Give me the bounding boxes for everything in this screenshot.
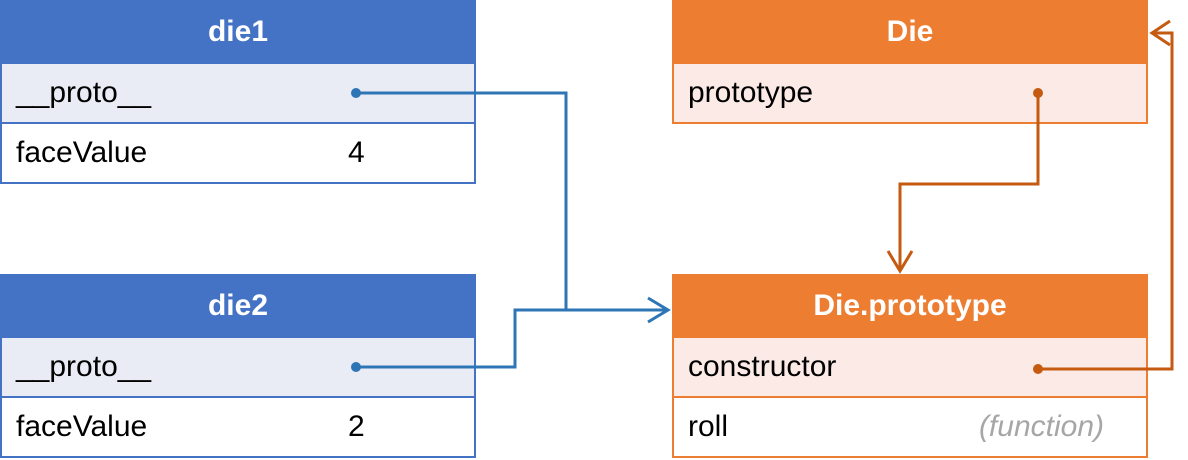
die-prototype-constructor-label: constructor [688,350,837,383]
die2-proto-label: __proto__ [16,350,152,383]
die1-title: die1 [2,2,474,62]
die-function-title: Die [674,2,1146,62]
die1-proto-arrow-line [356,91,668,312]
die2-box: die2 __proto__ faceValue 2 [0,274,476,458]
die-function-prototype-row: prototype [674,62,1146,122]
die1-proto-label: __proto__ [16,76,152,109]
die-prototype-roll-row: roll (function) [674,396,1146,456]
die2-proto-arrow-line [356,308,668,369]
die-prototype-blue-arrowhead [647,296,671,324]
die-prototype-box: Die.prototype constructor roll (function… [672,274,1148,458]
die1-facevalue-row: faceValue 4 [2,122,474,182]
die-prototype-constructor-row: constructor [674,336,1146,396]
die-prototype-roll-label: roll [688,410,729,443]
die2-facevalue-value: 2 [348,410,365,443]
die-prototype-constructor-arrow-line [1038,31,1174,371]
die-prototype-roll-note: (function) [978,410,1104,443]
die-prototype-title: Die.prototype [674,276,1146,336]
die-function-prototype-label: prototype [688,76,814,109]
die1-facevalue-label: faceValue [16,136,148,169]
die2-facevalue-row: faceValue 2 [2,396,474,456]
die-function-prototype-arrowhead [886,250,914,274]
die-function-arrowhead [1149,19,1171,47]
die2-title: die2 [2,276,474,336]
die-function-box: Die prototype [672,0,1148,124]
die1-facevalue-value: 4 [348,136,365,169]
die-function-prototype-arrow-line [898,93,1040,271]
die2-facevalue-label: faceValue [16,410,148,443]
